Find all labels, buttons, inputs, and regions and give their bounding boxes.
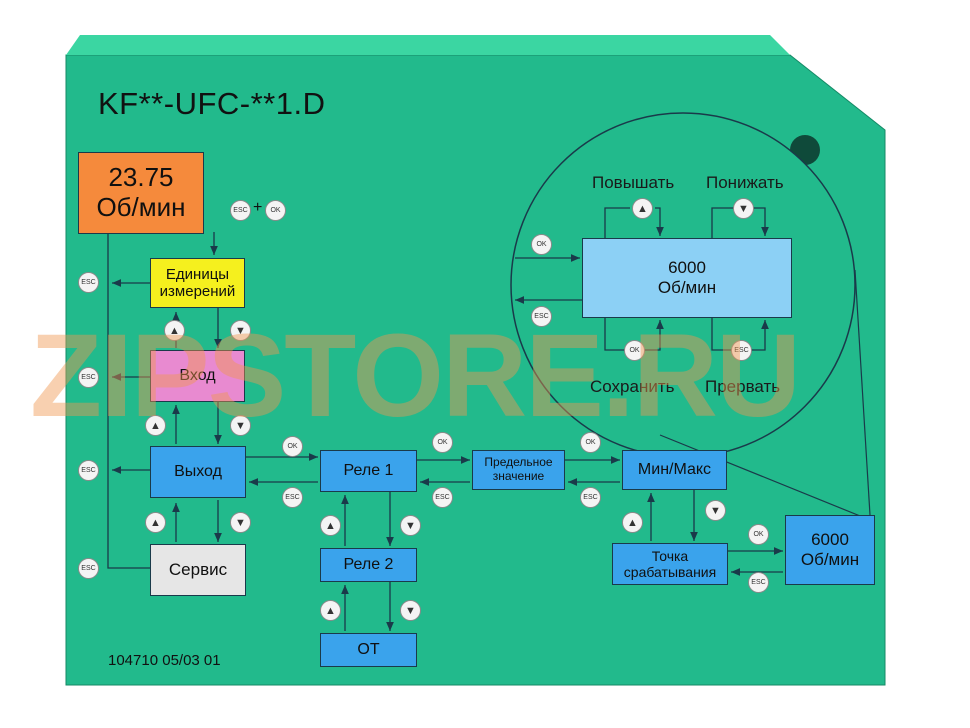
service-label: Сервис	[168, 560, 228, 580]
up-key-minmax[interactable]: ▲	[622, 512, 643, 533]
ok-key-relay1[interactable]: OK	[432, 432, 453, 453]
esc-key-zoom-left[interactable]: ESC	[531, 306, 552, 327]
plus-sign: +	[253, 199, 263, 216]
ot-box[interactable]: ОТ	[320, 633, 417, 667]
zoom-value-number: 6000	[668, 258, 706, 278]
esc-key-service[interactable]: ESC	[78, 558, 99, 579]
up-key-relay1[interactable]: ▲	[320, 515, 341, 536]
value-unit: Об/мин	[800, 550, 860, 569]
display-unit: Об/мин	[96, 192, 186, 222]
zoom-value-unit: Об/мин	[657, 278, 717, 297]
save-label: Сохранить	[590, 377, 675, 396]
relay2-label: Реле 2	[343, 555, 394, 573]
up-key-output[interactable]: ▲	[145, 512, 166, 533]
decrease-label: Понижать	[706, 173, 784, 192]
esc-key-minmax[interactable]: ESC	[580, 487, 601, 508]
esc-key-value[interactable]: ESC	[748, 572, 769, 593]
ok-key-top[interactable]: OK	[265, 200, 286, 221]
device-title: KF**-UFC-**1.D	[98, 86, 326, 121]
units-box[interactable]: Единицы измерений	[150, 258, 245, 308]
output-box[interactable]: Выход	[150, 446, 246, 498]
ok-key-zoom-left[interactable]: OK	[531, 234, 552, 255]
trip-label-1: Точка	[651, 547, 689, 564]
down-key-relay2[interactable]: ▼	[400, 600, 421, 621]
esc-key-top[interactable]: ESC	[230, 200, 251, 221]
input-label: Вход	[179, 366, 216, 384]
up-key-units[interactable]: ▲	[164, 320, 185, 341]
abort-label: Прервать	[705, 377, 781, 396]
service-box[interactable]: Сервис	[150, 544, 246, 596]
down-key-relay1[interactable]: ▼	[400, 515, 421, 536]
limit-label-2: значение	[492, 469, 545, 483]
zoom-value-box: 6000 Об/мин	[582, 238, 792, 318]
increase-label: Повышать	[592, 173, 675, 192]
esc-key-input[interactable]: ESC	[78, 367, 99, 388]
limit-label-1: Предельное	[484, 455, 553, 470]
down-key-minmax[interactable]: ▼	[705, 500, 726, 521]
ot-label: ОТ	[357, 640, 380, 658]
up-key-relay2[interactable]: ▲	[320, 600, 341, 621]
relay1-label: Реле 1	[343, 461, 394, 479]
units-label-1: Единицы	[165, 265, 230, 283]
up-key-zoom[interactable]: ▲	[632, 198, 653, 219]
value-box[interactable]: 6000 Об/мин	[785, 515, 875, 585]
esc-key-relay1[interactable]: ESC	[282, 487, 303, 508]
value-number: 6000	[811, 530, 849, 550]
up-key-input[interactable]: ▲	[145, 415, 166, 436]
minmax-label: Мин/Макс	[637, 460, 712, 478]
esc-key-limit[interactable]: ESC	[432, 487, 453, 508]
trip-point-box[interactable]: Точка срабатывания	[612, 543, 728, 585]
relay1-box[interactable]: Реле 1	[320, 450, 417, 492]
input-box[interactable]: Вход	[150, 350, 245, 402]
esc-key-zoom-abort[interactable]: ESC	[731, 340, 752, 361]
output-label: Выход	[174, 462, 222, 480]
part-code: 104710 05/03 01	[108, 652, 221, 669]
ok-key-zoom-save[interactable]: OK	[624, 340, 645, 361]
down-key-output[interactable]: ▼	[230, 512, 251, 533]
ok-key-trip[interactable]: OK	[748, 524, 769, 545]
display-box: 23.75 Об/мин	[78, 152, 204, 234]
units-label-2: измерений	[159, 283, 236, 300]
down-key-zoom[interactable]: ▼	[733, 198, 754, 219]
down-key-units[interactable]: ▼	[230, 320, 251, 341]
down-key-input[interactable]: ▼	[230, 415, 251, 436]
relay2-box[interactable]: Реле 2	[320, 548, 417, 582]
trip-label-2: срабатывания	[623, 564, 717, 580]
ok-key-output[interactable]: OK	[282, 436, 303, 457]
esc-key-units[interactable]: ESC	[78, 272, 99, 293]
limit-box[interactable]: Предельное значение	[472, 450, 565, 490]
display-value: 23.75	[108, 162, 174, 193]
ok-key-limit[interactable]: OK	[580, 432, 601, 453]
esc-key-output[interactable]: ESC	[78, 460, 99, 481]
minmax-box[interactable]: Мин/Макс	[622, 450, 727, 490]
